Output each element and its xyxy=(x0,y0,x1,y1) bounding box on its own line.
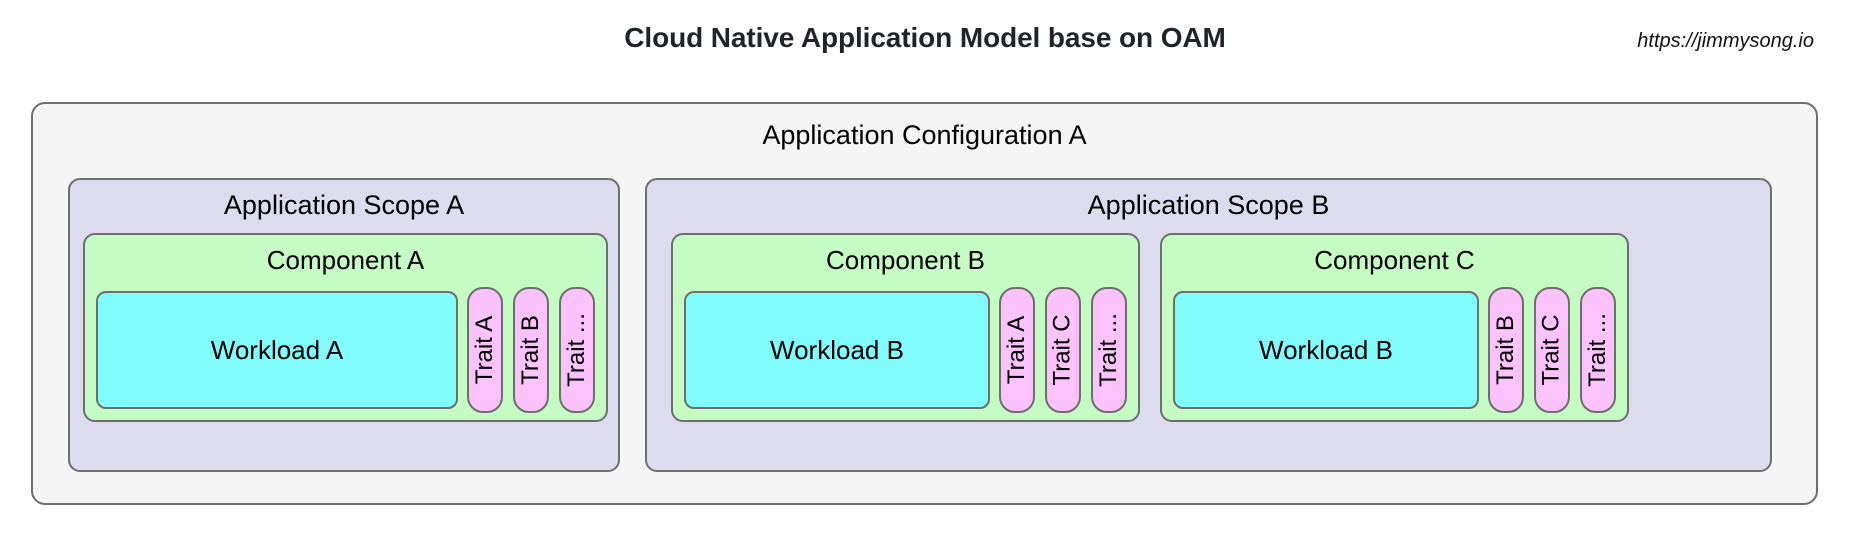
component-c-title: Component C xyxy=(1314,245,1475,275)
component-a-trait-1: Trait A xyxy=(467,287,503,413)
component-c-box: Component C Workload B Trait B Trait C T… xyxy=(1160,233,1629,422)
workload-b-box: Workload B xyxy=(684,291,990,409)
workload-c-box: Workload B xyxy=(1173,291,1479,409)
component-a-title: Component A xyxy=(266,245,425,275)
scope-a-components-row: Component A Workload A Trait A Trait B T… xyxy=(70,233,618,465)
scopes-row: Application Scope A Component A Workload… xyxy=(33,178,1816,474)
application-configuration-title: Application Configuration A xyxy=(762,120,1087,150)
watermark-url: https://jimmysong.io xyxy=(1637,30,1814,52)
component-b-trait-3-label: Trait ... xyxy=(1095,313,1122,387)
component-b-trait-3: Trait ... xyxy=(1091,287,1127,413)
diagram-header: Cloud Native Application Model base on O… xyxy=(0,0,1850,86)
application-scope-b-title: Application Scope B xyxy=(1087,190,1330,220)
component-c-trait-1-label: Trait B xyxy=(1492,315,1520,385)
component-b-box: Component B Workload B Trait A Trait C T… xyxy=(671,233,1140,422)
component-c-trait-3-label: Trait ... xyxy=(1584,313,1611,387)
application-scope-a-box: Application Scope A Component A Workload… xyxy=(68,178,620,472)
workload-a-label: Workload A xyxy=(210,334,344,365)
component-b-trait-1-label: Trait A xyxy=(1003,315,1030,385)
component-c-inner-row: Workload B Trait B Trait C Trait ... xyxy=(1173,287,1616,413)
component-a-inner-row: Workload A Trait A Trait B Trait ... xyxy=(96,287,595,413)
workload-c-label: Workload B xyxy=(1259,334,1393,365)
application-scope-a-title: Application Scope A xyxy=(223,190,465,220)
component-c-trait-2-label: Trait C xyxy=(1538,314,1566,386)
component-b-trait-2: Trait C xyxy=(1045,287,1081,413)
scope-b-components-row: Component B Workload B Trait A Trait C T… xyxy=(647,233,1770,465)
workload-a-box: Workload A xyxy=(96,291,458,409)
component-a-trait-3: Trait ... xyxy=(559,287,595,413)
component-a-trait-1-label: Trait A xyxy=(471,315,498,385)
component-c-trait-1: Trait B xyxy=(1488,287,1524,413)
component-b-title: Component B xyxy=(826,245,985,275)
component-b-trait-1: Trait A xyxy=(999,287,1035,413)
component-b-inner-row: Workload B Trait A Trait C Trait ... xyxy=(684,287,1127,413)
page-title: Cloud Native Application Model base on O… xyxy=(624,22,1226,53)
component-b-trait-2-label: Trait C xyxy=(1049,314,1077,386)
component-a-trait-2-label: Trait B xyxy=(517,315,545,385)
workload-b-label: Workload B xyxy=(770,334,904,365)
application-scope-b-box: Application Scope B Component B Workload… xyxy=(645,178,1772,472)
component-a-trait-3-label: Trait ... xyxy=(563,313,590,387)
component-a-trait-2: Trait B xyxy=(513,287,549,413)
application-configuration-box: Application Configuration A Application … xyxy=(31,102,1818,505)
component-c-trait-3: Trait ... xyxy=(1580,287,1616,413)
component-a-box: Component A Workload A Trait A Trait B T… xyxy=(83,233,608,422)
component-c-trait-2: Trait C xyxy=(1534,287,1570,413)
